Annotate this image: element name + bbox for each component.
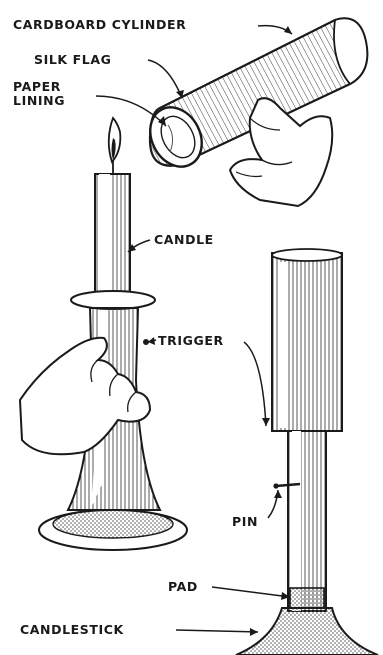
- section-cylinder: [272, 249, 342, 431]
- label-trigger: TRIGGER: [158, 334, 224, 348]
- leader-pad: [212, 587, 290, 597]
- leader-trigger-section: [244, 342, 266, 426]
- label-candle: CANDLE: [154, 233, 214, 247]
- label-candlestick: CANDLESTICK: [20, 623, 124, 637]
- pad: [290, 588, 324, 608]
- label-paper-lining: PAPER LINING: [13, 80, 83, 108]
- candle-flame: [109, 118, 121, 174]
- label-pad: PAD: [168, 580, 198, 594]
- section-candle: [288, 431, 326, 611]
- candle: [95, 174, 130, 292]
- label-silk-flag: SILK FLAG: [34, 53, 112, 67]
- label-cardboard-cylinder: CARDBOARD CYLINDER: [13, 18, 186, 32]
- label-pin: PIN: [232, 515, 258, 529]
- leader-candlestick: [176, 630, 258, 632]
